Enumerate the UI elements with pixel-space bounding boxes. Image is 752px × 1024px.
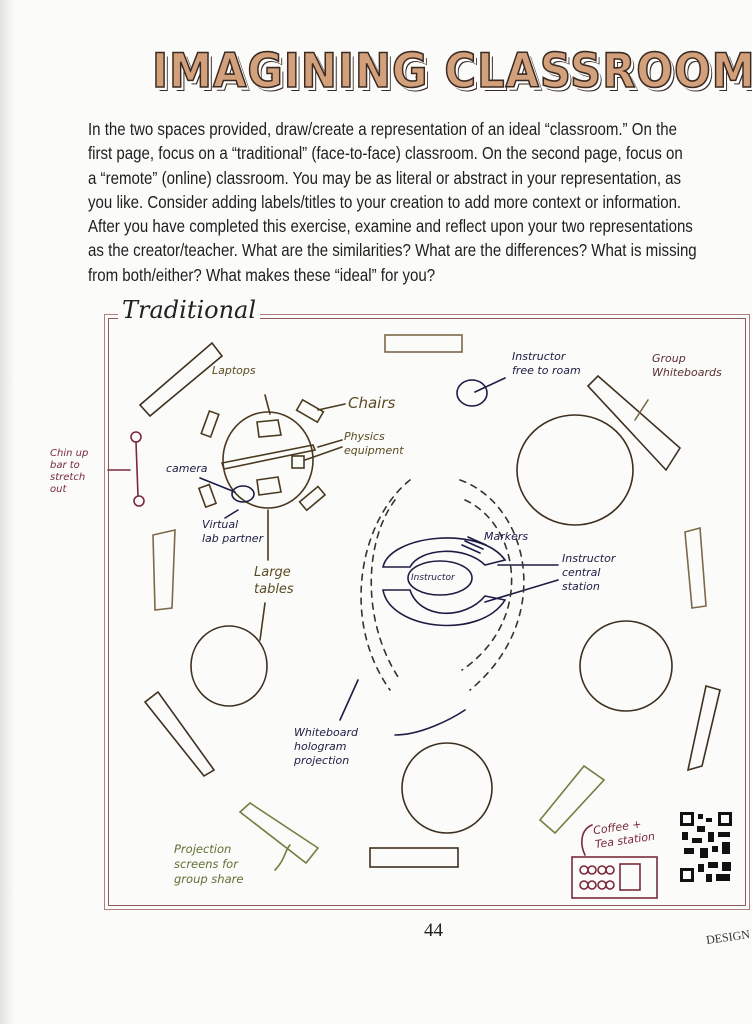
label-line: station (562, 580, 600, 593)
table-right (579, 620, 673, 712)
instructor-station-bottom (382, 589, 507, 627)
hologram-right (459, 479, 525, 691)
label-camera: camera (166, 462, 208, 475)
whiteboard-bottom-left (143, 690, 216, 778)
label-line: out (50, 484, 67, 495)
instruction-line: first page, focus on a “traditional” (fa… (88, 143, 683, 164)
chinup-bar (135, 441, 139, 497)
hologram-left-inner (370, 499, 401, 681)
label-line: stretch (50, 472, 86, 483)
label-line: projection (294, 754, 350, 767)
table-bottom (401, 742, 493, 834)
label-line: Instructor (512, 350, 566, 363)
label-instructor: Instructor (411, 573, 455, 583)
drawing-frame (104, 314, 750, 910)
section-label: Traditional (118, 296, 261, 324)
qr-code (680, 812, 732, 882)
label-line: Group (652, 352, 686, 365)
laptop (256, 419, 282, 438)
instruction-line: from both/either? What makes these “idea… (88, 264, 436, 285)
whiteboard-right (686, 684, 721, 772)
label-line: tables (254, 582, 294, 597)
instructions-paragraph: In the two spaces provided, draw/create … (88, 117, 752, 287)
label-line: Physics (344, 430, 385, 443)
projection-screen-right (538, 764, 606, 835)
label-line: screens for (174, 857, 238, 871)
label-line: Chin up (50, 448, 89, 459)
equipment (291, 455, 305, 469)
label-line: equipment (344, 444, 404, 457)
instructor-station-top (382, 537, 507, 568)
whiteboard-left-mid (152, 528, 176, 611)
whiteboard-bottom (369, 847, 459, 868)
whiteboard-top-center (384, 334, 463, 353)
label-line: Whiteboard (294, 726, 358, 739)
label-line: Instructor (562, 552, 616, 565)
label-line: Projection (174, 842, 232, 856)
label-line: group share (174, 872, 244, 886)
table-left (190, 625, 268, 707)
projection-screen-left (238, 801, 320, 865)
label-large-tables: Large tables (254, 564, 294, 598)
label-laptops: Laptops (212, 364, 256, 377)
camera (231, 485, 255, 503)
label-line: Virtual (202, 518, 239, 531)
table-laptops (222, 411, 314, 509)
hologram-left (360, 479, 411, 691)
page-number: 44 (424, 920, 443, 941)
instruction-line: In the two spaces provided, draw/create … (88, 119, 677, 139)
page-title: IMAGINING CLASSROOMS (151, 43, 752, 100)
instructor-roam-circle (456, 379, 488, 407)
chair (197, 483, 218, 509)
laptop (256, 476, 282, 496)
instruction-line: After you have completed this exercise, … (88, 216, 693, 237)
label-line: Large (254, 565, 291, 580)
instruction-line: as the creator/teacher. What are the sim… (88, 240, 697, 261)
instruction-line: a “remote” (online) classroom. You may b… (88, 167, 682, 188)
whiteboard-right-mid (684, 526, 707, 609)
whiteboard-top-right (586, 374, 682, 472)
label-line: bar to (50, 460, 80, 471)
label-line: free to roam (512, 364, 581, 377)
chair (298, 485, 327, 512)
instruction-line: you like. Consider adding labels/titles … (88, 191, 682, 212)
label-line: Whiteboards (652, 366, 722, 379)
label-line: lab partner (202, 532, 264, 545)
physics-bar (220, 444, 317, 470)
table-top-right (516, 414, 634, 526)
chair (295, 398, 325, 424)
whiteboard-top-left (138, 341, 224, 418)
label-line: hologram (294, 740, 347, 753)
label-chairs: Chairs (348, 394, 396, 412)
chair (200, 409, 220, 439)
page-gutter-shadow (0, 0, 14, 1024)
coffee-station (571, 856, 658, 899)
instructor-ellipse (407, 560, 473, 596)
label-markers: Markers (484, 530, 529, 543)
label-line: central (562, 566, 601, 579)
hologram-right-inner (461, 499, 513, 671)
